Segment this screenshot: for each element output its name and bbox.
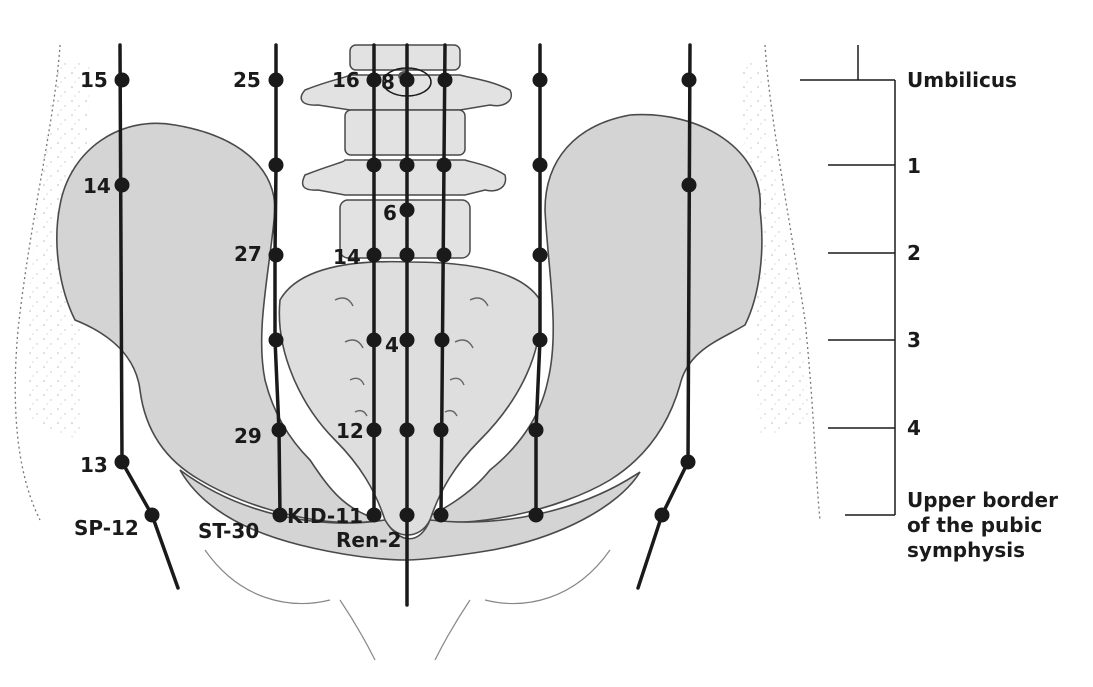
point-st28 [268,332,284,348]
sacrum [278,260,542,536]
label-st30: ST-30 [198,519,260,543]
scale-mark-2: 2 [907,241,921,265]
label-kid11: KID-11 [287,504,364,528]
spleen-line-right [636,43,692,590]
point-st30 [272,507,288,523]
point-ren2 [399,507,415,523]
acupoints [114,72,697,523]
label-st25: 25 [233,68,261,92]
point-sp15-r [681,72,697,88]
point-ren6 [399,202,415,218]
point-ren5 [399,247,415,263]
point-sp12-r [654,507,670,523]
label-ren2: Ren-2 [336,528,402,552]
point-sp15 [114,72,130,88]
point-sp12 [144,507,160,523]
label-sp14: 14 [83,174,111,198]
point-ren7 [399,157,415,173]
label-st27: 27 [234,242,262,266]
left-ilium [56,122,381,524]
point-kid16 [366,72,382,88]
point-st27-r [532,247,548,263]
point-kid12 [366,422,382,438]
point-kid14 [366,247,382,263]
stomach-line-left [273,43,282,517]
label-sp12: SP-12 [74,516,139,540]
scale-bottom-line2: of the pubic [907,513,1043,537]
point-st25-r [532,72,548,88]
point-st27 [268,247,284,263]
point-st29 [271,422,287,438]
point-kid15 [366,157,382,173]
scale-bracket [800,45,896,516]
point-st28-r [532,332,548,348]
lower-contours [204,549,611,661]
point-ren3 [399,422,415,438]
point-kid11 [366,507,382,523]
point-st29-r [528,422,544,438]
label-sp13: 13 [80,453,108,477]
point-st25 [268,72,284,88]
point-kid13 [366,332,382,348]
point-sp13-r [680,454,696,470]
spleen-line-left [118,43,180,590]
point-kid12-r [433,422,449,438]
scale-umbilicus: Umbilicus [907,68,1017,92]
point-kid15-r [436,157,452,173]
point-ren8 [399,72,415,88]
point-kid14-r [436,247,452,263]
pelvis [56,113,763,561]
label-ren6: 6 [383,201,397,225]
label-st29: 29 [234,424,262,448]
point-ren4 [399,332,415,348]
point-sp13 [114,454,130,470]
label-kid16: 16 [332,68,360,92]
point-kid11-r [433,507,449,523]
skin-stipple-right [740,60,810,440]
scale-mark-4: 4 [907,416,921,440]
label-ren8: 8 [381,70,395,94]
label-ren4: 4 [385,333,399,357]
point-sp14-r [681,177,697,193]
label-sp15: 15 [80,68,108,92]
scale-pubic-symphysis: Upper border of the pubic symphysis [907,488,1058,563]
point-sp14 [114,177,130,193]
scale-bottom-line1: Upper border [907,488,1058,512]
pubic-arch [179,469,641,561]
point-kid16-r [437,72,453,88]
label-kid14: 14 [333,245,361,269]
scale-mark-3: 3 [907,328,921,352]
label-kid12: 12 [336,419,364,443]
scale-mark-1: 1 [907,154,921,178]
point-st30-r [528,507,544,523]
scale-bottom-line3: symphysis [907,538,1026,562]
point-kid13-r [434,332,450,348]
point-st26 [268,157,284,173]
stomach-line-right [534,43,542,517]
sacral-foramina [334,297,489,417]
point-st26-r [532,157,548,173]
